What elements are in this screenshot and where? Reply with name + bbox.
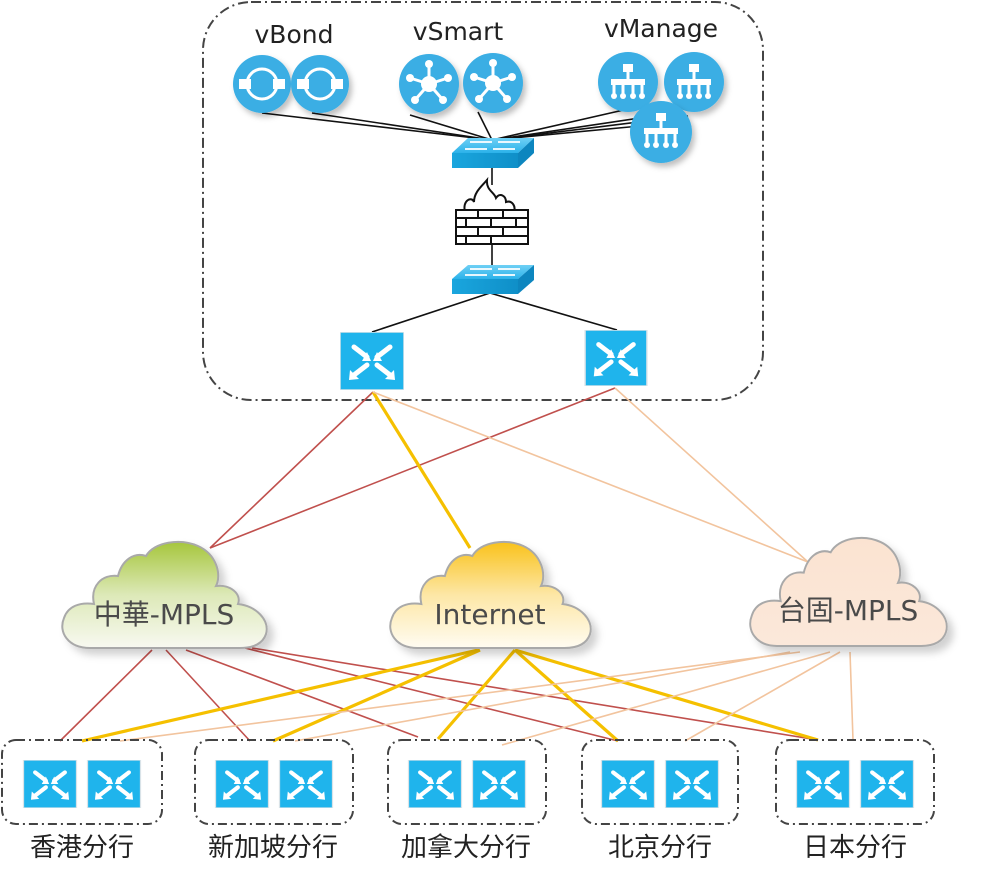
vbond-icon[interactable] xyxy=(233,55,291,113)
switch-icon[interactable] xyxy=(452,138,534,168)
link-tw xyxy=(684,651,841,742)
link-cht xyxy=(185,649,419,738)
branch-label: 加拿大分行 xyxy=(401,833,531,863)
branch-boundary xyxy=(775,739,935,825)
vmanage-icon[interactable] xyxy=(664,52,724,112)
vsmart-label: vSmart xyxy=(413,17,504,46)
branch-label: 香港分行 xyxy=(30,833,134,863)
branch-router-icon[interactable] xyxy=(216,760,269,808)
branch-router-icon[interactable] xyxy=(24,760,77,808)
cloud-label: 中華-MPLS xyxy=(94,598,235,631)
cloud-tw[interactable] xyxy=(749,536,948,647)
branch-router-icon[interactable] xyxy=(473,760,526,808)
cloud-to-branch-links xyxy=(59,647,854,746)
branch-site: 北京分行 xyxy=(581,739,739,863)
link-inet xyxy=(81,648,479,743)
link-cht xyxy=(59,649,153,742)
link-inet xyxy=(514,648,819,742)
vbond-label: vBond xyxy=(255,20,334,49)
firewall-icon[interactable] xyxy=(455,176,529,245)
branch-router-icon[interactable] xyxy=(797,760,850,808)
dc-router-icon[interactable] xyxy=(585,330,647,386)
link-tw xyxy=(119,651,801,742)
link-cht xyxy=(251,647,819,741)
switch-icon[interactable] xyxy=(452,265,534,294)
branch-site: 新加坡分行 xyxy=(194,739,354,863)
link-cht xyxy=(209,391,374,549)
vmanage-icon[interactable] xyxy=(598,52,658,112)
vbond-icon[interactable] xyxy=(291,55,349,113)
link-tw xyxy=(849,651,854,741)
branch-boundary xyxy=(1,739,163,825)
branch-site: 香港分行 xyxy=(1,739,163,863)
link-tw xyxy=(294,651,791,742)
link-tw xyxy=(372,391,809,563)
cloud-inet[interactable] xyxy=(389,540,592,649)
branch-label: 新加坡分行 xyxy=(208,833,338,863)
vmanage-label: vManage xyxy=(604,14,718,43)
cloud-label: 台固-MPLS xyxy=(778,594,919,627)
branch-router-icon[interactable] xyxy=(861,760,914,808)
branch-site: 日本分行 xyxy=(775,739,935,863)
branch-router-icon[interactable] xyxy=(88,760,141,808)
datacenter-boundary xyxy=(202,1,764,401)
link-inet xyxy=(513,648,620,743)
link-inet xyxy=(272,648,481,743)
branch-boundary xyxy=(387,739,547,825)
cloud-cht[interactable] xyxy=(61,540,268,649)
branch-router-icon[interactable] xyxy=(409,760,462,808)
vmanage-icon[interactable] xyxy=(630,101,692,163)
branch-boundary xyxy=(194,739,354,825)
branch-label: 日本分行 xyxy=(803,833,907,863)
branch-router-icon[interactable] xyxy=(280,760,333,808)
link-cht xyxy=(165,649,251,742)
dc-router-icon[interactable] xyxy=(340,332,404,390)
link-cht xyxy=(244,647,619,742)
link-tw xyxy=(501,651,831,746)
branch-router-icon[interactable] xyxy=(602,760,655,808)
dc-to-cloud-links xyxy=(209,387,809,563)
core-links xyxy=(261,108,689,333)
branch-router-icon[interactable] xyxy=(666,760,719,808)
branch-boundary xyxy=(581,739,739,825)
branch-site: 加拿大分行 xyxy=(387,739,547,863)
vsmart-icon[interactable] xyxy=(399,54,459,114)
link-tw xyxy=(614,387,809,563)
link-inet xyxy=(371,391,472,549)
cloud-label: Internet xyxy=(434,598,545,631)
branch-label: 北京分行 xyxy=(608,833,712,863)
vsmart-icon[interactable] xyxy=(463,53,523,113)
link-cht xyxy=(209,387,616,549)
